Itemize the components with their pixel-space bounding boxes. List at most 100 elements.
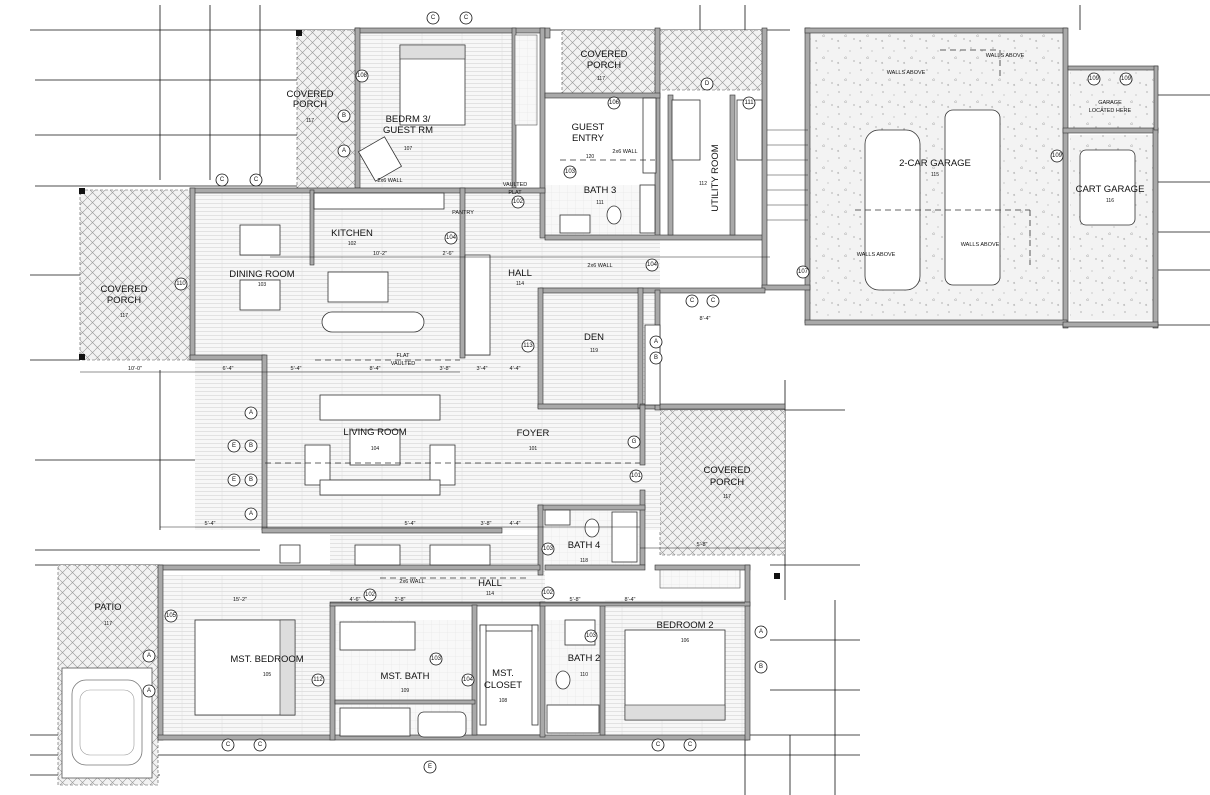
grid-marker: B (244, 439, 258, 453)
grid-marker: C (685, 294, 699, 308)
dim-1: 10'-0" (128, 366, 142, 372)
grid-marker: C (215, 173, 229, 187)
door-tag: 101 (629, 469, 643, 483)
walls-above-note-4: WALLS ABOVE (857, 252, 896, 258)
door-tag: 107 (796, 265, 810, 279)
door-tag: 108 (355, 69, 369, 83)
grid-marker: A (142, 684, 156, 698)
dim-12: 10'-2" (373, 251, 387, 257)
kitchen-number: 102 (348, 241, 357, 247)
covered-porch-n-name: COVERED (581, 49, 628, 60)
dim-20: 8'-4" (700, 316, 711, 322)
svg-text:109: 109 (1052, 153, 1063, 159)
door-tag: 102 (511, 195, 525, 209)
wall-2x6-note-3: 2x6 WALL (399, 579, 424, 585)
walls-above-note-1: WALLS ABOVE (887, 70, 926, 76)
mst-closet-name-2: CLOSET (484, 680, 522, 691)
svg-text:D: D (705, 81, 710, 87)
door-tag: 103 (429, 652, 443, 666)
svg-text:A: A (249, 410, 253, 416)
grid-marker: A (142, 649, 156, 663)
bedroom3-name-2: GUEST RM (383, 125, 433, 136)
covered-porch-nw-area (296, 29, 358, 191)
bedroom2-number: 106 (681, 638, 690, 644)
svg-text:B: B (654, 355, 658, 361)
mst-bath-number: 109 (401, 688, 410, 694)
grid-marker: E (227, 439, 241, 453)
dimension-strings (80, 256, 785, 604)
grid-marker: C (249, 173, 263, 187)
svg-text:C: C (258, 742, 263, 748)
svg-text:C: C (656, 742, 661, 748)
svg-text:B: B (249, 443, 253, 449)
door-tags: 105 106 107 108 109 109 109 110 101 102 … (164, 69, 1133, 687)
dining-room-name: DINING ROOM (229, 269, 295, 280)
foyer-number: 101 (529, 446, 538, 452)
door-tag: 113 (521, 339, 535, 353)
door-tag: 103 (541, 542, 555, 556)
covered-porch-e-number: 117 (723, 494, 731, 500)
grid-marker: G (627, 435, 641, 449)
svg-text:101: 101 (631, 473, 642, 479)
svg-text:A: A (342, 148, 346, 154)
garage-note: GARAGE (1098, 100, 1122, 106)
door-tag: 109 (1050, 149, 1064, 163)
covered-porch-e-name-2: PORCH (710, 477, 744, 488)
door-tag: 102 (363, 588, 377, 602)
mst-bath-name: MST. BATH (381, 671, 430, 682)
grid-marker: A (649, 335, 663, 349)
svg-text:108: 108 (357, 73, 368, 79)
svg-text:104: 104 (647, 262, 658, 268)
hot-tub (61, 667, 153, 779)
flat-vaulted-note-2: VAULTED (391, 361, 416, 367)
svg-text:C: C (431, 15, 436, 21)
covered-porch-nw-name-2: PORCH (293, 99, 327, 110)
svg-text:102: 102 (543, 590, 554, 596)
dimension-labels: 10'-0" 6'-4" 5'-4" 8'-4" 3'-8" 3'-4" 4'-… (128, 251, 711, 603)
svg-text:A: A (249, 511, 253, 517)
living-room-name: LIVING ROOM (343, 427, 406, 438)
grid-marker: C (651, 738, 665, 752)
mst-bedroom-name: MST. BEDROOM (230, 654, 303, 665)
dim-18: 8'-4" (625, 597, 636, 603)
dim-13: 2'-6" (443, 251, 454, 257)
bath3-number: 111 (596, 200, 604, 206)
utility-room-number: 112 (699, 181, 707, 187)
door-tag: 105 (164, 609, 178, 623)
svg-text:106: 106 (609, 100, 620, 106)
living-room-number: 104 (371, 446, 380, 452)
grid-marker: A (337, 144, 351, 158)
svg-text:107: 107 (798, 269, 809, 275)
dim-15: 4'-6" (350, 597, 361, 603)
svg-text:C: C (690, 298, 695, 304)
door-tag: 111 (742, 96, 756, 110)
covered-porch-e-name: COVERED (704, 465, 751, 476)
vaulted-note-2: PLAT (508, 190, 522, 196)
covered-porch-w-area (79, 189, 196, 361)
svg-text:103: 103 (565, 169, 576, 175)
dim-8: 5'-4" (205, 521, 216, 527)
svg-text:C: C (464, 15, 469, 21)
door-tag: 110 (174, 277, 188, 291)
wall-2x6-note-2: 2x6 WALL (587, 263, 612, 269)
grid-marker: B (337, 109, 351, 123)
grid-marker: C (253, 738, 267, 752)
den-number: 119 (590, 348, 598, 354)
hall-upper-name: HALL (508, 268, 532, 279)
dim-16: 2'-8" (395, 597, 406, 603)
svg-text:102: 102 (365, 592, 376, 598)
vaulted-note: VAULTED (503, 182, 528, 188)
grid-marker: A (244, 507, 258, 521)
den-floor (540, 290, 640, 405)
walls-above-note-3: WALLS ABOVE (961, 242, 1000, 248)
covered-porch-nw-name: COVERED (287, 89, 334, 100)
notes: WALLS ABOVE WALLS ABOVE WALLS ABOVE WALL… (377, 53, 1131, 585)
svg-text:E: E (428, 764, 432, 770)
svg-text:C: C (688, 742, 693, 748)
svg-text:B: B (342, 113, 346, 119)
patio-name: PATIO (94, 602, 121, 613)
svg-text:104: 104 (463, 677, 474, 683)
foyer-name: FOYER (517, 428, 550, 439)
dim-2: 6'-4" (223, 366, 234, 372)
mst-closet-number: 108 (499, 698, 508, 704)
